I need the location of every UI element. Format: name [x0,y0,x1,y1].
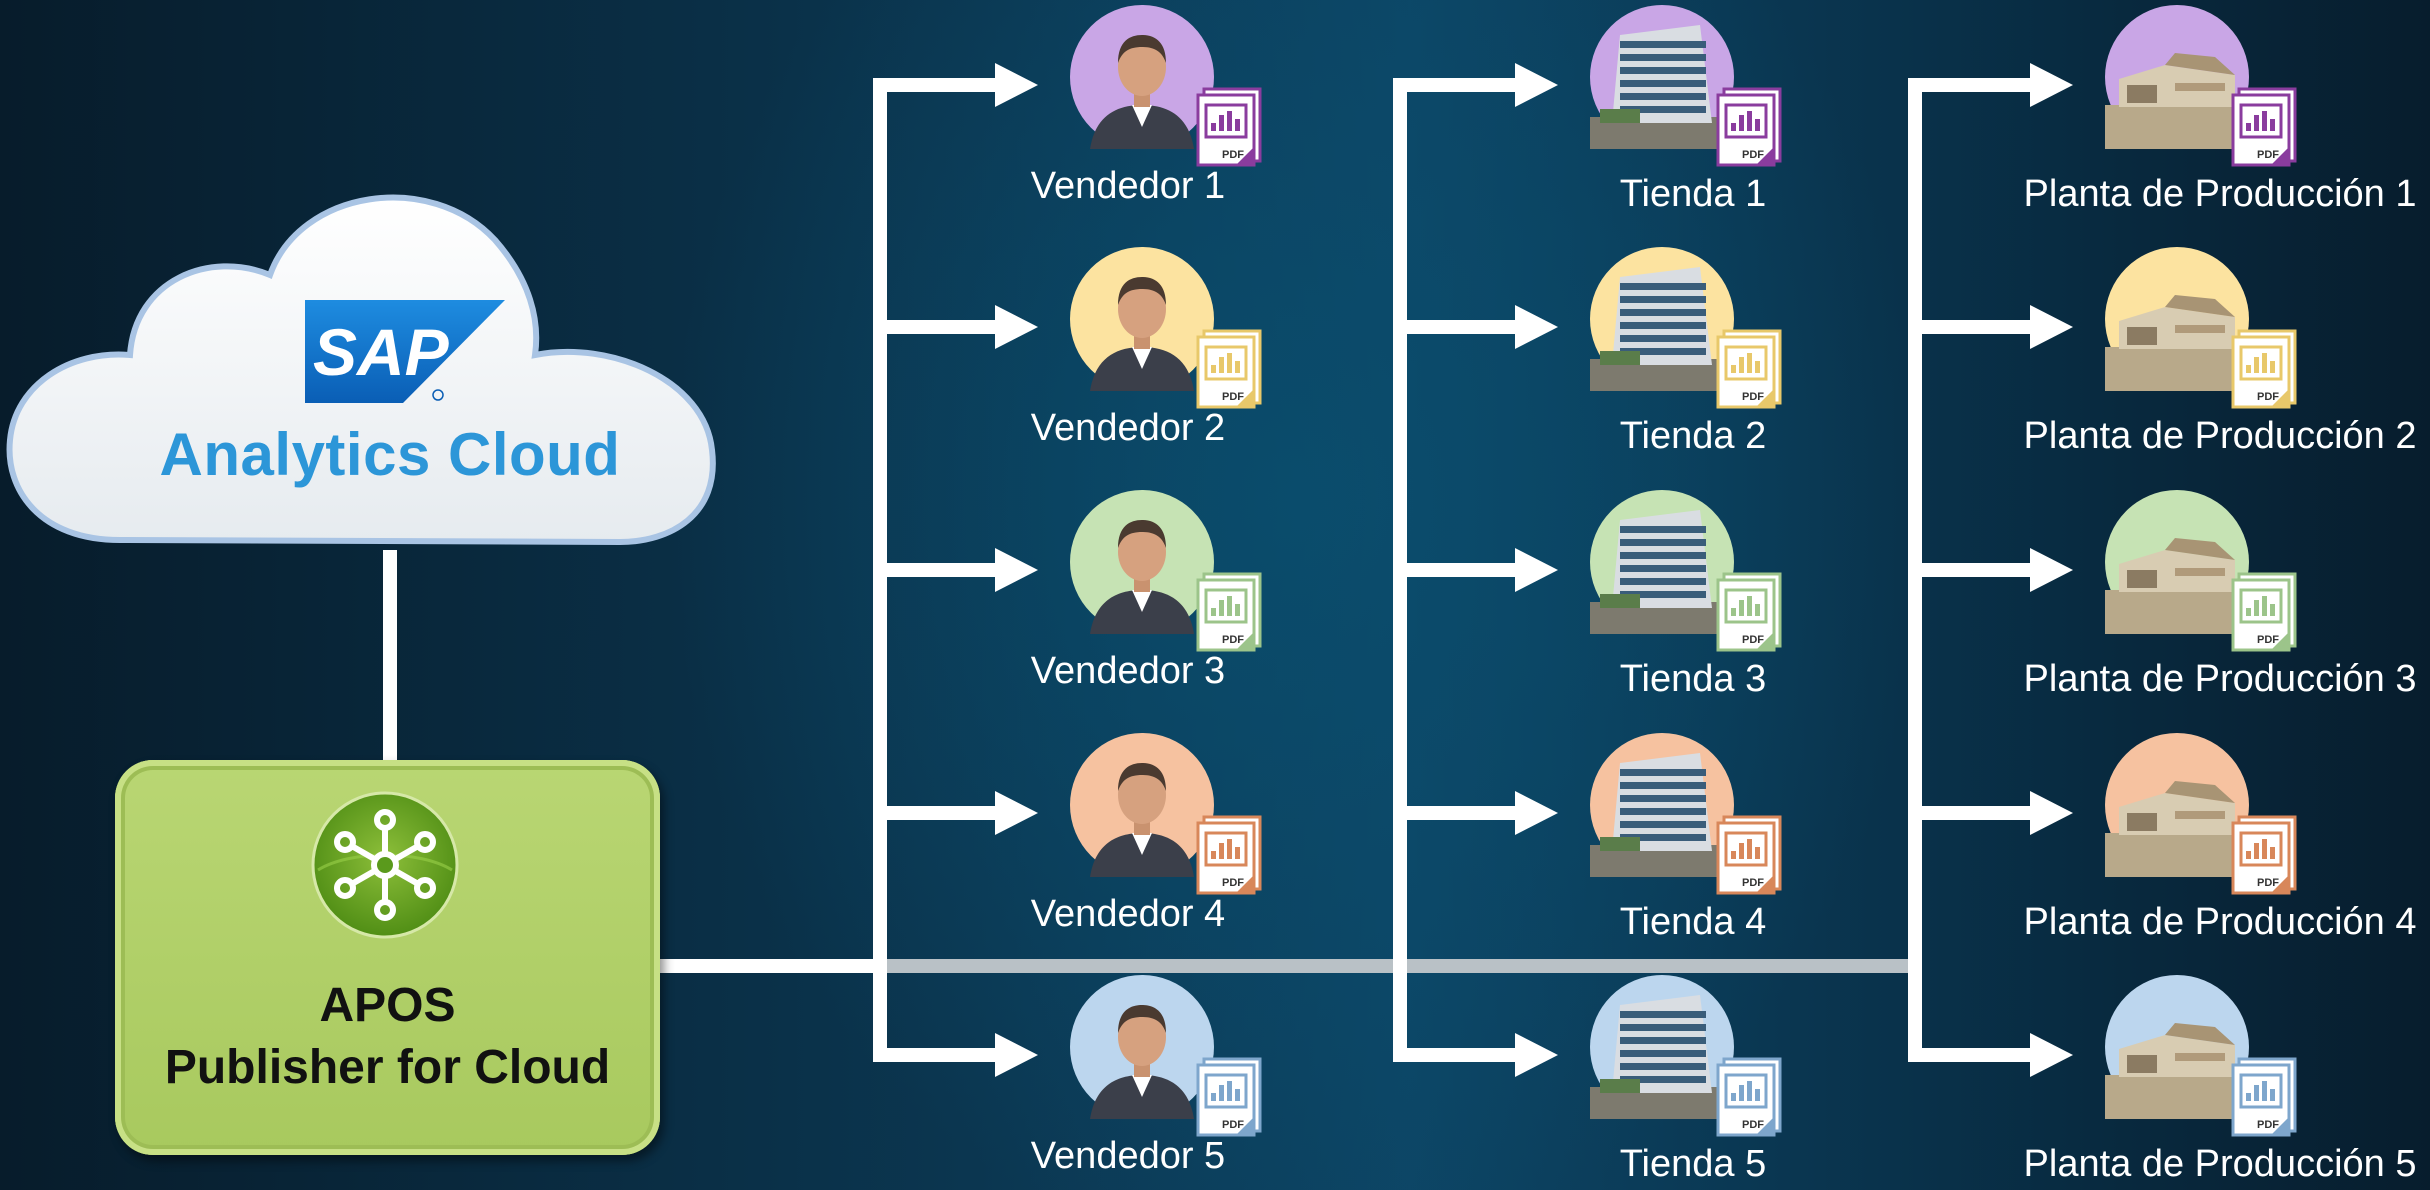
pdf-report-icon: PDF [1714,815,1784,895]
arrow-head [2030,1033,2073,1077]
svg-text:PDF: PDF [1742,149,1764,161]
svg-text:PDF: PDF [1742,391,1764,403]
arrow-head [1515,63,1558,107]
pdf-report-icon: PDF [1194,815,1264,895]
factory-icon [2105,5,2249,149]
svg-text:PDF: PDF [1742,634,1764,646]
arrow-head [2030,63,2073,107]
publisher-title: APOS Publisher for Cloud [115,975,660,1099]
recipient-label: Planta de Producción 1 [2023,173,2417,215]
recipient-label: Vendedor 2 [1030,407,1226,449]
factory-icon [2105,490,2249,634]
recipient-label: Tienda 4 [1619,901,1767,943]
recipient-label: Planta de Producción 5 [2023,1143,2417,1185]
apos-publisher-box: APOS Publisher for Cloud [115,760,660,1155]
arrow-head [995,548,1038,592]
factory-icon [2105,733,2249,877]
arrow-head [995,791,1038,835]
recipient-label: Vendedor 5 [1030,1135,1226,1177]
svg-text:PDF: PDF [1222,1119,1244,1131]
recipient-label: Tienda 5 [1619,1143,1767,1185]
person-avatar-icon [1070,733,1214,877]
pdf-report-icon: PDF [2229,329,2299,409]
recipient-label: Tienda 2 [1619,415,1767,457]
factory-icon [2105,975,2249,1119]
svg-text:PDF: PDF [1222,877,1244,889]
factory-icon [2105,247,2249,391]
pdf-report-icon: PDF [1194,1057,1264,1137]
svg-text:PDF: PDF [1222,149,1244,161]
sap-logo: SAP [305,300,505,403]
pdf-report-icon: PDF [1194,329,1264,409]
svg-text:PDF: PDF [1742,877,1764,889]
svg-text:PDF: PDF [1222,391,1244,403]
arrow-head [1515,791,1558,835]
arrow-head [995,63,1038,107]
recipient-label: Vendedor 4 [1030,893,1226,935]
pdf-report-icon: PDF [1714,1057,1784,1137]
person-avatar-icon [1070,975,1214,1119]
svg-text:PDF: PDF [1742,1119,1764,1131]
svg-text:PDF: PDF [1222,634,1244,646]
recipient-label: Tienda 1 [1619,173,1767,215]
pdf-report-icon: PDF [2229,572,2299,652]
svg-text:PDF: PDF [2257,877,2279,889]
recipient-label: Vendedor 1 [1030,165,1226,207]
pdf-report-icon: PDF [1714,87,1784,167]
svg-text:PDF: PDF [2257,391,2279,403]
office-building-icon [1590,5,1734,149]
pdf-report-icon: PDF [1194,572,1264,652]
pdf-report-icon: PDF [2229,87,2299,167]
arrow-head [995,305,1038,349]
arrow-head [2030,791,2073,835]
pdf-report-icon: PDF [2229,1057,2299,1137]
recipient-label: Vendedor 3 [1030,650,1226,692]
svg-text:PDF: PDF [2257,1119,2279,1131]
svg-text:PDF: PDF [2257,634,2279,646]
publisher-title-line1: APOS [319,979,456,1032]
arrow-head [1515,1033,1558,1077]
pdf-report-icon: PDF [1714,329,1784,409]
arrow-head [1515,305,1558,349]
svg-text:SAP: SAP [313,315,450,389]
pdf-report-icon: PDF [1714,572,1784,652]
person-avatar-icon [1070,490,1214,634]
pdf-report-icon: PDF [2229,815,2299,895]
arrow-head [2030,548,2073,592]
person-avatar-icon [1070,5,1214,149]
recipient-label: Tienda 3 [1619,658,1767,700]
office-building-icon [1590,490,1734,634]
office-building-icon [1590,975,1734,1119]
svg-text:PDF: PDF [2257,149,2279,161]
recipient-label: Planta de Producción 3 [2023,658,2417,700]
office-building-icon [1590,247,1734,391]
pdf-report-icon: PDF [1194,87,1264,167]
person-avatar-icon [1070,247,1214,391]
recipient-label: Planta de Producción 4 [2023,901,2417,943]
recipient-label: Planta de Producción 2 [2023,415,2417,457]
network-hub-icon [311,791,459,939]
cloud-title: Analytics Cloud [159,421,621,488]
arrow-head [1515,548,1558,592]
office-building-icon [1590,733,1734,877]
publisher-title-line2: Publisher for Cloud [164,1041,611,1094]
arrow-head [2030,305,2073,349]
arrow-head [995,1033,1038,1077]
